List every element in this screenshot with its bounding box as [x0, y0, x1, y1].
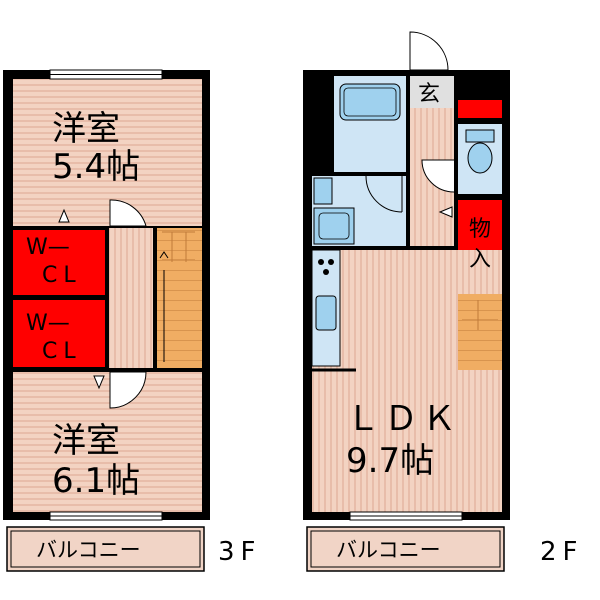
western-room-lower: [13, 372, 202, 512]
hallway-3f: [109, 228, 153, 368]
toilet-tank: [465, 129, 495, 143]
entrance-label: 玄: [418, 82, 440, 107]
balcony-2f-label: バルコニー: [336, 538, 441, 562]
closet-2-line2: CL: [42, 339, 82, 364]
closet-1-line1: W—: [26, 235, 70, 260]
door-lower-room: [109, 371, 147, 409]
entrance-door: [409, 31, 449, 71]
closet-2-line1: W—: [26, 311, 70, 336]
western-room-upper-name: 洋室: [52, 109, 120, 149]
storage-line2: 入: [469, 247, 491, 272]
balcony-3f-label: バルコニー: [36, 538, 141, 562]
toilet-bowl: [467, 142, 493, 174]
washbasin: [313, 177, 333, 205]
floor-label-2f: 2F: [540, 537, 584, 567]
floor-3f: 洋室 5.4帖 W— CL W— CL 洋室 6.1帖 バルコニー 3F: [3, 69, 262, 572]
shoe-cabinet: [458, 100, 502, 118]
balcony-3f: [6, 526, 205, 572]
storage-line1: 物: [469, 217, 491, 242]
western-room-upper: [13, 79, 202, 226]
balcony-2f: [306, 526, 505, 572]
western-room-lower-name: 洋室: [52, 421, 120, 461]
floor-2f: 玄 物 入 ＬＤＫ 9.7帖 バルコニー 2F: [303, 31, 584, 572]
ldk-size: 9.7帖: [346, 441, 434, 481]
door-upper-room: [109, 199, 147, 227]
walk-in-closet-1: [13, 230, 105, 295]
floor-label-3f: 3F: [218, 537, 262, 567]
western-room-lower-size: 6.1帖: [52, 461, 140, 501]
bathtub: [339, 83, 401, 121]
washing-machine: [313, 207, 355, 245]
entrance: [410, 76, 454, 108]
ldk: [312, 250, 502, 512]
ldk-name: ＬＤＫ: [346, 399, 460, 439]
western-room-upper-size: 5.4帖: [52, 147, 140, 187]
closet-1-line2: CL: [42, 263, 82, 288]
walk-in-closet-2: [13, 300, 105, 367]
